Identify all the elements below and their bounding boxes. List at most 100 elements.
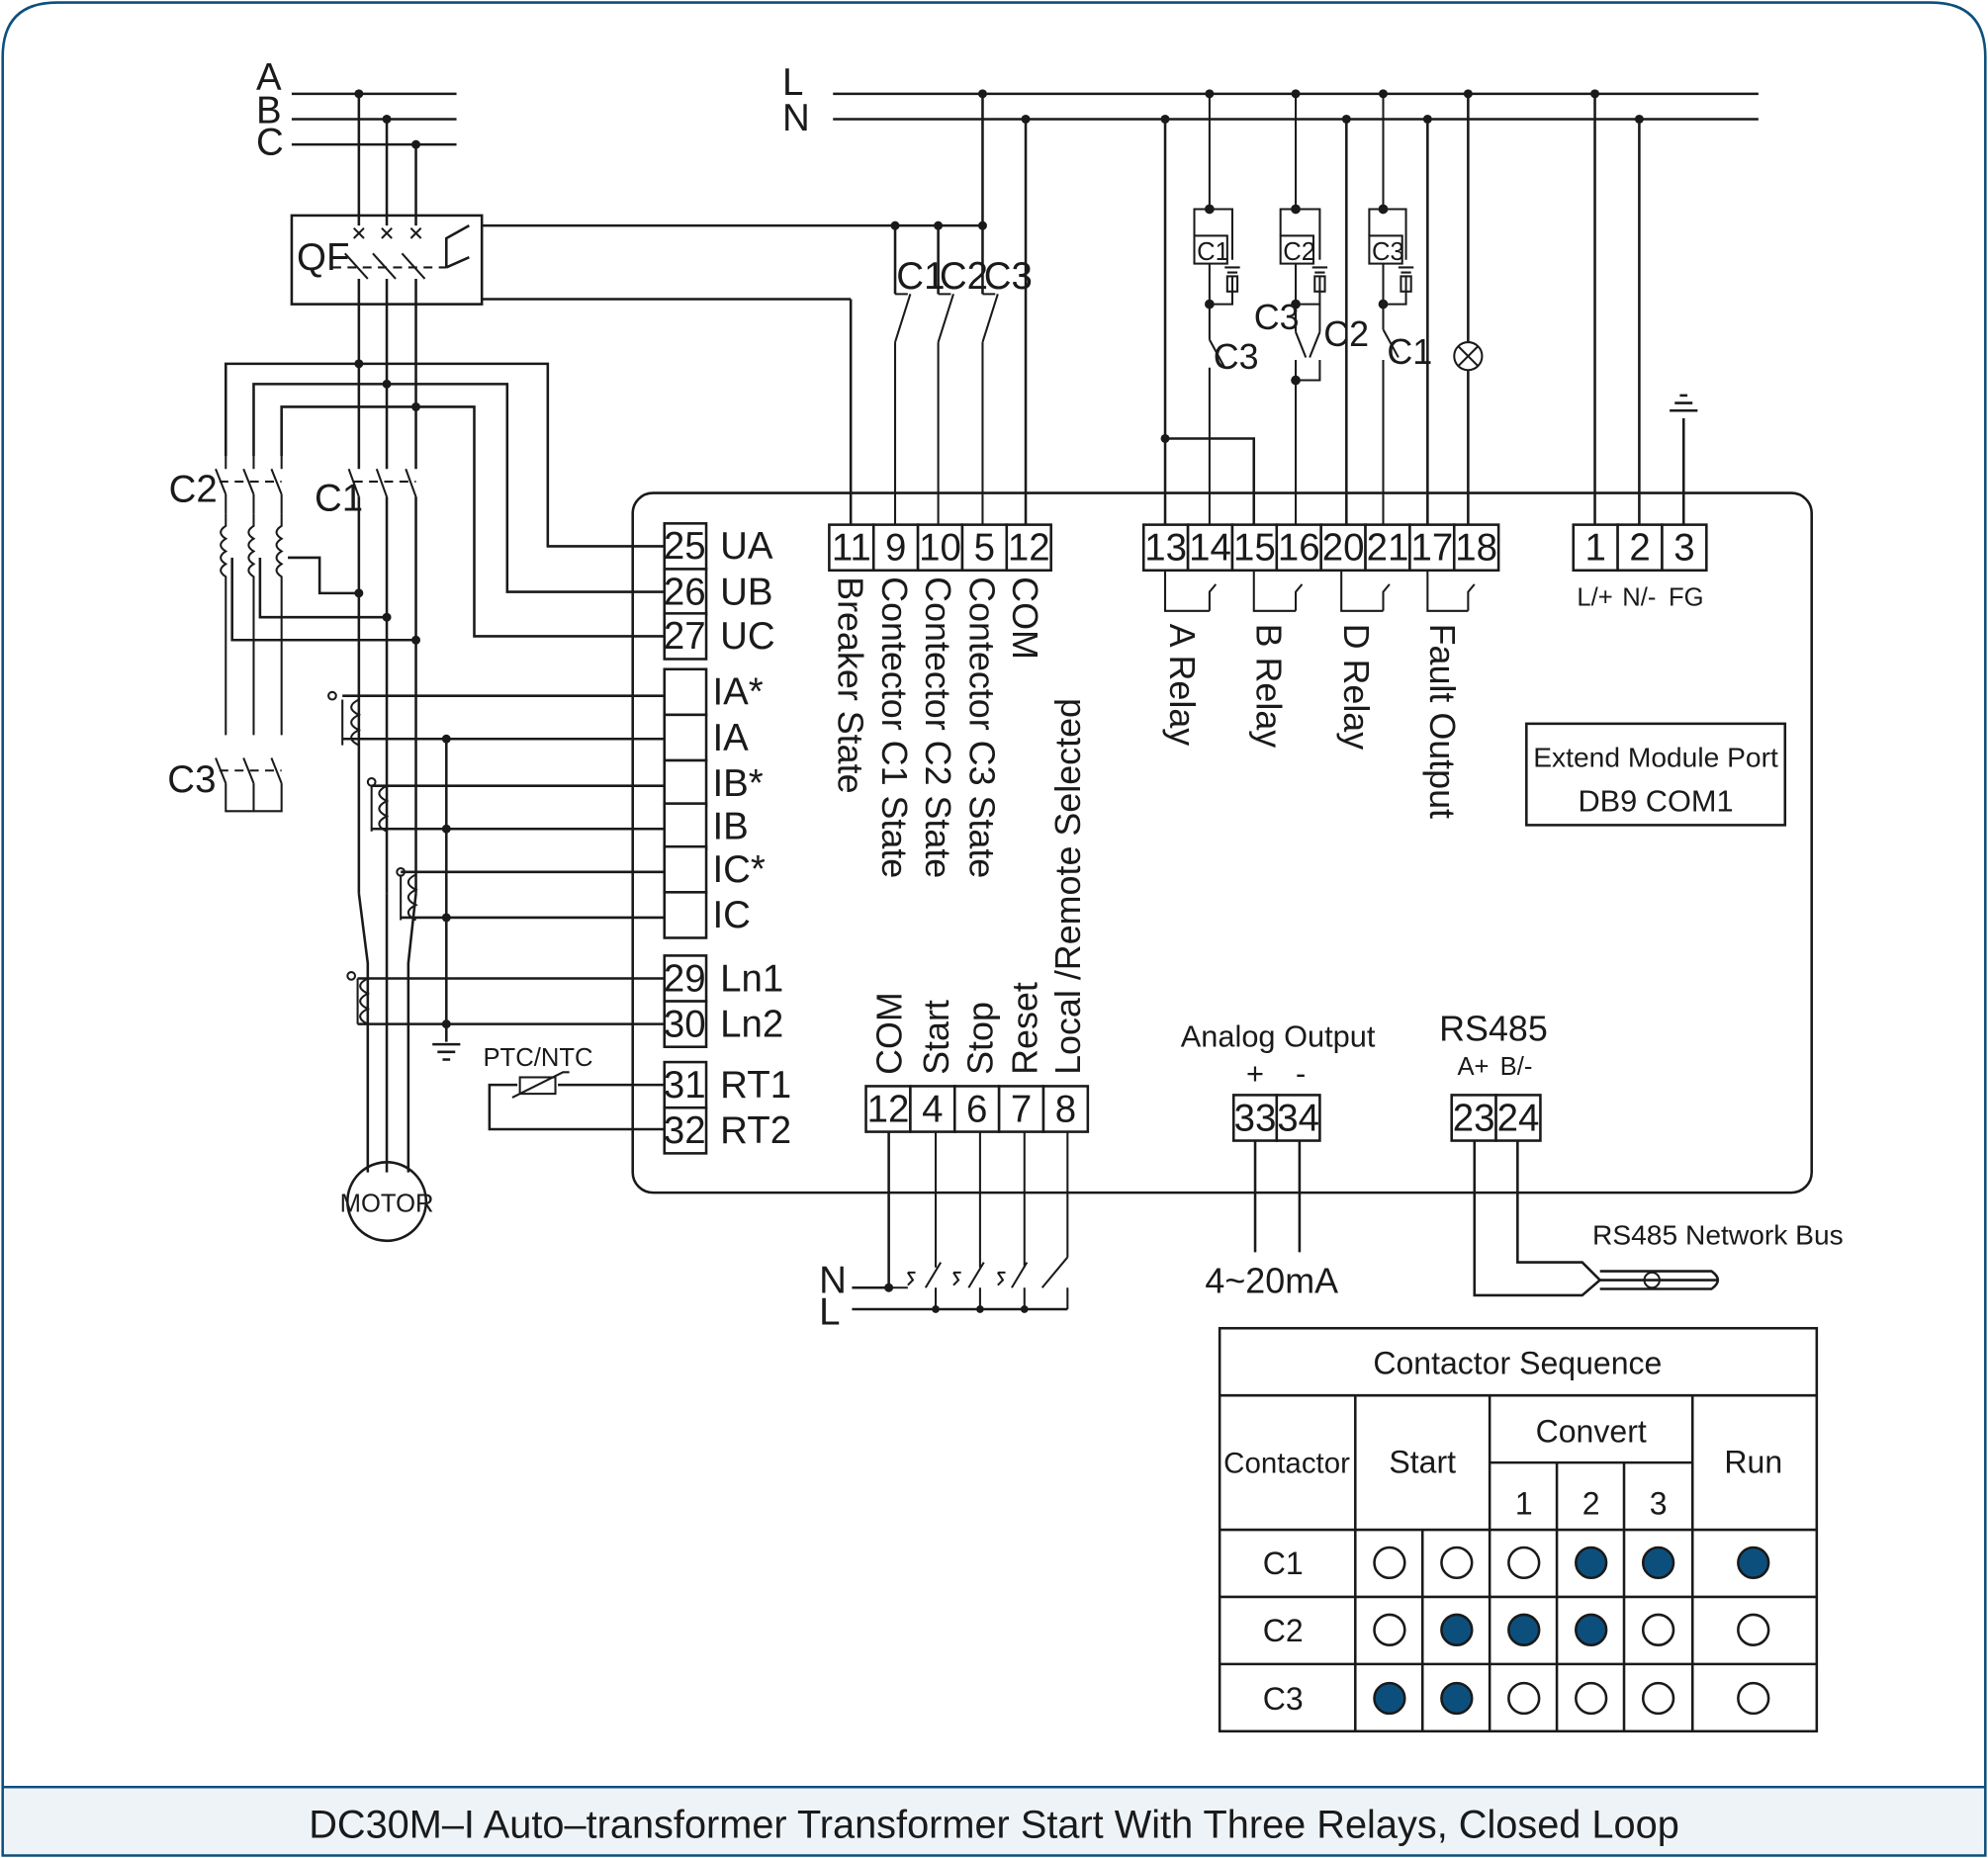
rs485-terminal <box>1494 1094 1542 1142</box>
relay-terminal <box>1186 523 1234 573</box>
interlock-c1-label: C1 <box>1387 332 1432 372</box>
state-terminal-number: 9 <box>885 527 906 570</box>
state-terminal <box>828 523 875 573</box>
power-terminal <box>1616 523 1664 573</box>
relay-terminal-number: 20 <box>1322 527 1365 570</box>
phase-b-label: B <box>256 89 282 132</box>
relay-terminal-number: 14 <box>1189 527 1231 570</box>
terminal-name-left: Ln1 <box>720 957 783 1000</box>
analog-range-label: 4~20mA <box>1205 1261 1338 1300</box>
terminal-box-left <box>663 522 708 571</box>
input-terminal <box>1041 1085 1090 1133</box>
extend-port-line1: Extend Module Port <box>1533 741 1778 772</box>
sequence-row-name: C1 <box>1263 1546 1304 1581</box>
state-off-indicator <box>1737 1681 1770 1716</box>
relay-terminal <box>1452 523 1500 573</box>
rs485-bus-label: RS485 Network Bus <box>1592 1219 1844 1251</box>
state-terminal-number: 12 <box>1008 527 1050 570</box>
analog-terminal <box>1231 1094 1279 1142</box>
terminal-box-left <box>663 802 708 851</box>
c1-contactor-label: C1 <box>315 478 363 520</box>
input-terminal-number: 12 <box>867 1088 910 1130</box>
input-terminal <box>864 1085 912 1133</box>
sequence-row-name: C2 <box>1263 1613 1304 1648</box>
terminal-name-left: RT1 <box>720 1064 791 1106</box>
terminal-number-left: 26 <box>664 571 706 613</box>
state-input-label: Breaker State <box>830 576 869 793</box>
input-terminal-number: 4 <box>922 1088 943 1130</box>
sequence-title: Contactor Sequence <box>1373 1345 1662 1380</box>
extend-module-port <box>1525 722 1787 827</box>
terminal-name-left: IB* <box>712 762 763 805</box>
terminal-box-left <box>663 667 708 717</box>
contact-c1-label: C1 <box>896 255 945 298</box>
input-n-label: N <box>819 1259 847 1301</box>
contact-c3-label: C3 <box>984 255 1033 298</box>
state-input-label: Contector C3 State <box>962 576 1002 878</box>
input-terminal-number: 6 <box>966 1088 987 1130</box>
state-on-indicator <box>1641 1546 1675 1580</box>
input-terminal <box>997 1085 1045 1133</box>
terminal-box-left <box>663 1000 708 1048</box>
motor-symbol <box>346 1161 428 1243</box>
state-on-indicator <box>1575 1613 1608 1646</box>
state-off-indicator <box>1507 1681 1541 1716</box>
state-input-label: COM <box>1005 576 1044 660</box>
terminal-name-left: RT2 <box>720 1109 791 1152</box>
col-convert: Convert <box>1536 1414 1647 1450</box>
control-input-label: Start <box>917 1000 956 1075</box>
terminal-box-left <box>663 713 708 762</box>
rs485-terminal-number: 23 <box>1453 1097 1495 1139</box>
analog-terminal-number: 34 <box>1277 1097 1319 1139</box>
analog-plus-label: + <box>1246 1056 1264 1091</box>
state-terminal-number: 11 <box>832 527 871 570</box>
state-input-label: Contector C2 State <box>918 576 957 878</box>
relay-terminal-number: 17 <box>1410 527 1453 570</box>
terminal-box-left <box>663 612 708 661</box>
terminal-box-left <box>663 844 708 894</box>
relay-terminal-number: 21 <box>1367 527 1409 570</box>
relay-terminal-number: 15 <box>1233 527 1276 570</box>
state-off-indicator <box>1641 1681 1675 1716</box>
state-off-indicator <box>1641 1613 1675 1646</box>
input-terminal-number: 8 <box>1055 1088 1076 1130</box>
state-on-indicator <box>1440 1613 1474 1646</box>
control-input-label: Stop <box>961 1002 1001 1075</box>
terminal-number-left: 30 <box>664 1003 706 1045</box>
relay-terminal-number: 16 <box>1278 527 1320 570</box>
state-terminal <box>871 523 920 573</box>
contact-c2-label: C2 <box>940 255 988 298</box>
state-on-indicator <box>1440 1681 1474 1716</box>
analog-terminal <box>1275 1094 1321 1142</box>
state-on-indicator <box>1737 1546 1770 1580</box>
terminal-box-left <box>663 1106 708 1155</box>
relay-output-label: Fault Output <box>1422 624 1462 819</box>
terminal-name-left: IC <box>712 894 750 936</box>
analog-terminal-number: 33 <box>1234 1097 1277 1139</box>
sequence-row-name: C3 <box>1263 1681 1304 1717</box>
power-terminal-label: N/- <box>1622 584 1656 612</box>
power-terminal-label: L/+ <box>1577 584 1612 612</box>
convert-step-3: 3 <box>1650 1486 1668 1522</box>
motor-label: MOTOR <box>340 1190 434 1217</box>
state-on-indicator <box>1507 1613 1541 1646</box>
col-start: Start <box>1389 1444 1456 1479</box>
power-terminal-label: FG <box>1669 584 1704 612</box>
state-off-indicator <box>1440 1546 1474 1580</box>
relay-terminal <box>1408 523 1456 573</box>
state-off-indicator <box>1507 1546 1541 1580</box>
input-l-label: L <box>819 1290 840 1333</box>
power-terminal-number: 3 <box>1673 527 1694 570</box>
phase-c-label: C <box>256 121 284 163</box>
col-run: Run <box>1724 1444 1782 1479</box>
rs485-a-label: A+ <box>1457 1053 1489 1081</box>
coil-k1-label: C1 <box>1197 238 1229 266</box>
control-input-label: Local /Remote Selected <box>1048 698 1088 1075</box>
extend-port-line2: DB9 COM1 <box>1578 783 1733 818</box>
relay-terminal-number: 18 <box>1455 527 1497 570</box>
state-terminal-number: 5 <box>974 527 995 570</box>
power-terminal <box>1661 523 1708 573</box>
c2-contactor-label: C2 <box>169 469 218 511</box>
terminal-box-left <box>663 891 708 939</box>
qf-label: QF <box>297 236 349 279</box>
